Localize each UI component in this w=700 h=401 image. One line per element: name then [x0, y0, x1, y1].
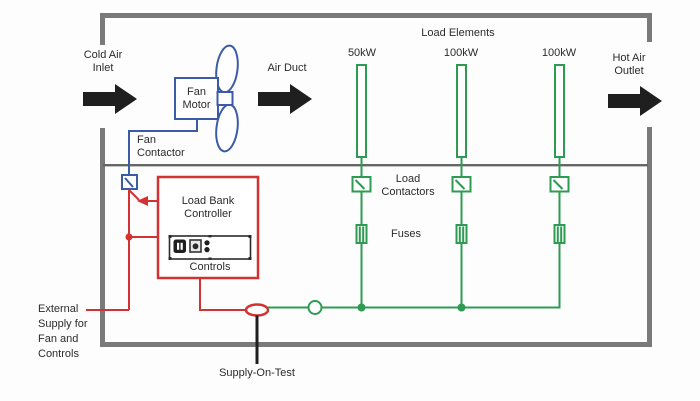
controller-output-wire	[199, 278, 246, 311]
knob-center	[192, 243, 199, 250]
external-supply-label: External Supply for Fan and Controls	[38, 303, 88, 360]
fan-contactor-switch-blade	[124, 177, 134, 188]
load-contactor-1	[351, 176, 372, 193]
hot-air-outlet-label: Hot Air Outlet	[612, 52, 646, 77]
air-duct-label: Air Duct	[267, 62, 307, 74]
panel-corner-tick	[168, 235, 172, 238]
indicator-light-icon[interactable]	[204, 240, 210, 246]
wall-right-upper	[647, 13, 652, 42]
load-contactor-2	[451, 176, 472, 193]
fan-system	[121, 44, 239, 190]
socket-slot	[177, 242, 180, 250]
supply-junction-dot	[125, 233, 133, 241]
cold-air-inlet-label: Cold Air Inlet	[83, 49, 123, 74]
fuse-1	[355, 224, 368, 244]
hot-air-arrow-icon	[608, 86, 662, 116]
rating-label-3: 100kW	[541, 47, 577, 59]
load-contactors-label: Load Contactors	[381, 173, 435, 198]
contactor-control-wire-diagonal	[128, 189, 140, 201]
indicator-light-icon[interactable]	[204, 247, 210, 253]
fuse-2-stripes	[458, 226, 465, 242]
duct-floor-divider	[103, 164, 648, 167]
airflow-arrows	[83, 84, 662, 116]
bus-node-circle	[307, 300, 323, 315]
wall-left-lower	[100, 128, 105, 347]
load-element-2	[456, 64, 467, 158]
air-duct-arrow-icon	[258, 84, 312, 114]
load-bank-controller-box	[156, 175, 260, 280]
power-socket-icon[interactable]	[173, 239, 187, 254]
load-elements-label: Load Elements	[421, 27, 495, 39]
fuses-label: Fuses	[391, 228, 421, 240]
fuse-1-stripes	[358, 226, 365, 242]
supply-on-test-connector	[244, 303, 270, 317]
control-wiring	[86, 175, 270, 317]
wall-bottom	[100, 342, 652, 347]
panel-corner-tick	[168, 257, 172, 260]
load-contactor-3	[549, 176, 570, 193]
control-arrowhead-icon	[137, 196, 148, 206]
fan-contactor-label: Fan Contactor	[137, 134, 185, 159]
wall-right-lower	[647, 127, 652, 347]
fan-motor-wire	[128, 119, 198, 175]
load-bank-controller-label: Load Bank Controller	[181, 195, 235, 220]
wall-left-upper	[100, 13, 105, 45]
panel-edge-tick	[208, 257, 212, 260]
supply-on-test-label: Supply-On-Test	[219, 367, 295, 379]
enclosure-walls	[100, 13, 652, 347]
load-circuit	[268, 64, 570, 315]
bus-junction-dot	[357, 303, 366, 312]
rating-label-1: 50kW	[347, 47, 377, 59]
panel-corner-tick	[248, 257, 252, 260]
bus-junction-dot	[457, 303, 466, 312]
controls-panel	[168, 235, 252, 260]
fan-motor-box	[174, 77, 219, 120]
fuse-2	[455, 224, 468, 244]
cold-air-arrow-icon	[83, 84, 137, 114]
load-element-1	[356, 64, 367, 158]
wall-top	[100, 13, 652, 18]
contactor-3-switch-blade	[552, 179, 564, 190]
controls-label: Controls	[189, 261, 231, 273]
rating-label-2: 100kW	[443, 47, 479, 59]
panel-corner-tick	[248, 235, 252, 238]
load-element-3	[554, 64, 565, 158]
contactor-2-switch-blade	[454, 179, 466, 190]
panel-edge-tick	[208, 235, 212, 238]
socket-slot	[180, 242, 183, 250]
fan-motor-label: Fan Motor	[182, 86, 211, 111]
fuse-3-stripes	[556, 226, 563, 242]
fan-hub	[216, 91, 234, 106]
contactor-1-switch-blade	[354, 179, 366, 190]
fuse-3	[553, 224, 566, 244]
